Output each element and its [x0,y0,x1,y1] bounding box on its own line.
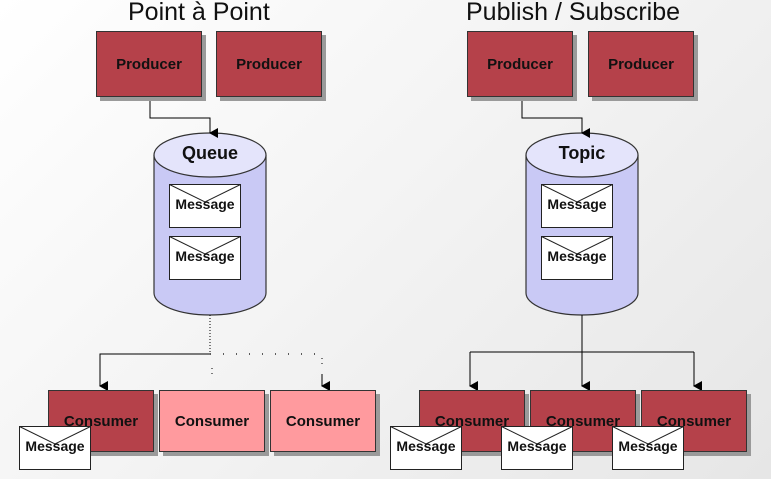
envelope-icon [612,426,684,470]
topic-label: Topic [558,143,606,163]
message-envelope: Message [612,426,684,470]
message-envelope: Message [169,236,241,280]
message-label: Message [547,248,607,264]
envelope-icon [390,426,462,470]
producer-to-queue-arrow [149,97,218,138]
producer-box: Producer [216,31,322,97]
envelope-icon [541,184,613,228]
message-envelope: Message [390,426,462,470]
envelope-icon [169,184,241,228]
message-label: Message [618,438,678,454]
producer-box: Producer [588,31,694,97]
queue-label: Queue [181,143,238,163]
envelope-icon [501,426,573,470]
producer-box: Producer [467,31,573,97]
point-to-point-title: Point à Point [128,0,270,26]
message-label: Message [175,248,235,264]
envelope-icon [541,236,613,280]
envelope-icon [169,236,241,280]
producer-to-topic-arrow [521,97,590,138]
message-envelope: Message [169,184,241,228]
publish-subscribe-title: Publish / Subscribe [466,0,681,26]
message-envelope: Message [19,426,91,470]
envelope-icon [19,426,91,470]
message-label: Message [507,438,567,454]
message-label: Message [25,438,85,454]
consumer-box: Consumer [159,390,265,452]
message-label: Message [175,196,235,212]
message-envelope: Message [501,426,573,470]
message-label: Message [547,196,607,212]
producer-box: Producer [96,31,202,97]
queue-to-consumer-1-arrow [99,353,210,391]
message-label: Message [396,438,456,454]
message-envelope: Message [541,184,613,228]
message-envelope: Message [541,236,613,280]
consumer-box: Consumer [270,390,376,452]
